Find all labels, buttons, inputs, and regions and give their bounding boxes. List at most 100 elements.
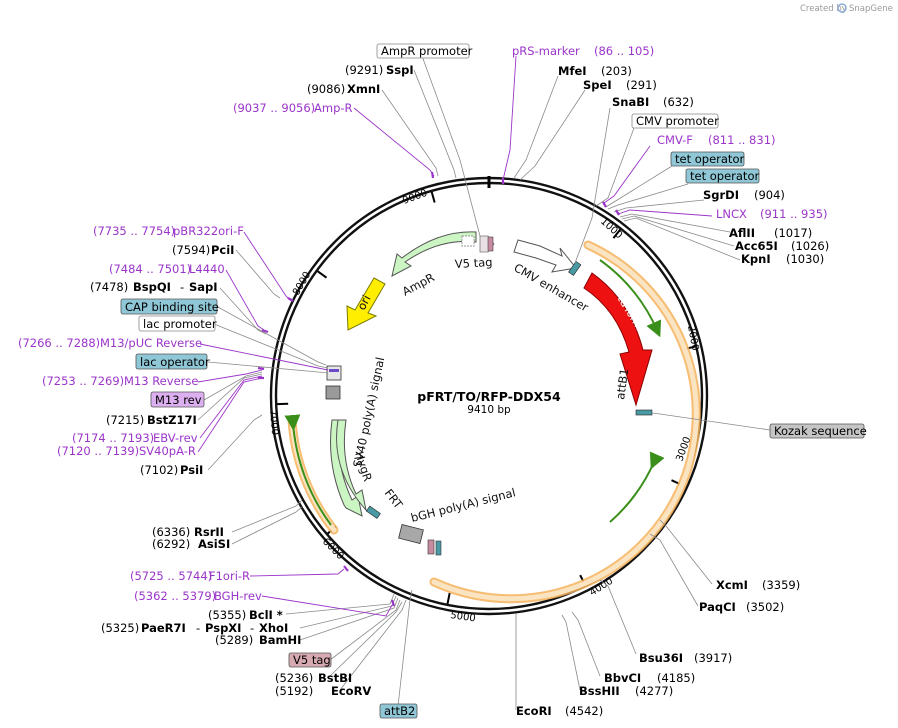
bamhi-label[interactable]: BamHI — [259, 633, 301, 647]
cmv-enhancer-feature[interactable] — [513, 239, 577, 273]
lncx-pos: (911 .. 935) — [760, 207, 828, 221]
lac-promoter-box[interactable] — [138, 315, 216, 332]
pcii-label[interactable]: PciI — [211, 243, 234, 257]
kpni-label[interactable]: KpnI — [741, 252, 771, 266]
ecori-label[interactable]: EcoRI — [516, 704, 552, 718]
sspi-pos: (9291) — [345, 63, 383, 77]
v5-tag-label: V5 tag — [454, 255, 492, 271]
pbr322-label[interactable]: pBR322ori-F — [173, 224, 244, 238]
sv40-marker-2 — [325, 385, 341, 400]
attb2-label: attB2 — [384, 704, 415, 718]
sgrdi-label[interactable]: SgrDI — [703, 188, 739, 202]
ampr-primer-label[interactable]: Amp-R — [314, 101, 353, 115]
cap-binding-site-box[interactable] — [120, 298, 218, 315]
bstbi-label[interactable]: BstBI — [318, 671, 352, 685]
tick-label-7000: 7000 — [267, 409, 280, 435]
bbvci-label[interactable]: BbvCI — [604, 671, 641, 685]
tet-operator-box-2[interactable] — [685, 168, 760, 184]
xmni-pos: (9086) — [307, 82, 345, 96]
plasmid-size: 9410 bp — [467, 404, 511, 416]
sv40-marker-1 — [326, 365, 342, 381]
leader-lines — [197, 55, 771, 710]
lac-promoter-label: lac promoter — [143, 317, 217, 331]
mfei-pos: (203) — [601, 64, 632, 78]
snabi-label[interactable]: SnaBI — [612, 95, 649, 109]
attb2-marker — [435, 540, 442, 556]
sspi-label[interactable]: SspI — [386, 63, 414, 77]
bsshii-label[interactable]: BssHII — [579, 684, 620, 698]
m13reverse-label[interactable]: M13 Reverse — [124, 374, 198, 388]
xcmi-label[interactable]: XcmI — [716, 578, 748, 592]
m13-rev-box[interactable] — [150, 391, 205, 408]
bstz17i-label[interactable]: BstZ17I — [147, 413, 197, 427]
cmv-promoter-box[interactable] — [631, 113, 719, 129]
prs-marker-pos: (86 .. 105) — [594, 44, 654, 58]
attb1-label: attB1 — [613, 367, 631, 400]
l4440-pos: (7484 .. 7501) — [109, 262, 191, 276]
lncx-label[interactable]: LNCX — [716, 207, 747, 221]
xhoi-label[interactable]: XhoI — [259, 621, 288, 635]
rsrii-pos: (6336) — [152, 525, 190, 539]
mfei-label[interactable]: MfeI — [558, 64, 587, 78]
tick-label-2000: 2000 — [685, 325, 700, 352]
cmvf-label[interactable]: CMV-F — [657, 133, 693, 147]
bstz17i-pos: (7215) — [106, 413, 144, 427]
ori-feature[interactable] — [346, 277, 386, 331]
bcli-pos: (5355) — [208, 608, 246, 622]
l4440-label[interactable]: L4440 — [189, 262, 225, 276]
aflii-label[interactable]: AflII — [729, 226, 755, 240]
ebvrev-label[interactable]: EBV-rev — [153, 431, 198, 445]
psii-label[interactable]: PsiI — [180, 463, 203, 477]
ampr-promoter-box[interactable] — [376, 43, 470, 59]
pspxi-sep: - — [196, 621, 200, 635]
cap-binding-site-label: CAP binding site — [125, 300, 219, 314]
sapi-label[interactable]: SapI — [189, 280, 218, 294]
psii-pos: (7102) — [140, 463, 178, 477]
v5-tag-box-label: V5 tag — [293, 653, 331, 667]
pcii-pos: (7594) — [172, 243, 210, 257]
orf-band-cds-inner — [431, 242, 699, 602]
m13puc-label[interactable]: M13/pUC Reverse — [100, 336, 202, 350]
bstbi-pos: (5236) — [275, 671, 313, 685]
aflii-pos: (1017) — [774, 226, 812, 240]
kozak-sequence-label: Kozak sequence — [774, 424, 867, 438]
pspxi-label[interactable]: PspXI — [205, 621, 241, 635]
bcli-label[interactable]: BclI * — [249, 608, 283, 622]
bghrev-label[interactable]: BGH-rev — [214, 589, 262, 603]
v5-tag-box[interactable] — [288, 652, 332, 668]
f1orir-label[interactable]: F1ori-R — [209, 569, 250, 583]
tdtomato-feature[interactable] — [583, 272, 653, 407]
ecorv-pos: (5192) — [275, 684, 313, 698]
asisi-label[interactable]: AsiSI — [198, 537, 230, 551]
tet-operator-marker — [568, 260, 582, 276]
tet-operator-box-1[interactable] — [670, 151, 745, 167]
kozak-sequence-box[interactable] — [769, 423, 865, 439]
ampr-primer-pos: (9037 .. 9056) — [233, 101, 315, 115]
tick-label-1000: 1000 — [598, 216, 624, 241]
rsrii-label[interactable]: RsrII — [194, 525, 224, 539]
bspqi-label[interactable]: BspQI — [133, 280, 171, 294]
bsu36i-pos: (3917) — [694, 651, 732, 665]
attb2-box[interactable] — [379, 703, 418, 719]
plasmid-name: pFRT/TO/RFP-DDX54 — [417, 389, 561, 404]
paqci-label[interactable]: PaqCI — [699, 600, 736, 614]
tick-mark — [446, 592, 451, 605]
bgh-polya-block — [398, 524, 424, 544]
bspqi-pos: (7478) — [90, 280, 128, 294]
orf-arrow-2 — [609, 451, 665, 523]
prs-marker-label[interactable]: pRS-marker — [512, 44, 580, 58]
xmni-label[interactable]: XmnI — [347, 82, 380, 96]
sgrdi-pos: (904) — [754, 188, 785, 202]
ecorv-label[interactable]: EcoRV — [331, 684, 371, 698]
sv40par-label[interactable]: SV40pA-R — [139, 444, 196, 458]
bsu36i-label[interactable]: Bsu36I — [639, 651, 683, 665]
paer7i-pos: (5325) — [101, 621, 139, 635]
snabi-pos: (632) — [663, 95, 694, 109]
spei-label[interactable]: SpeI — [583, 78, 612, 92]
lac-operator-box[interactable] — [135, 353, 208, 370]
ampr-promoter-block — [461, 235, 475, 247]
paer7i-label[interactable]: PaeR7I — [141, 621, 186, 635]
tick-label-9000: 9000 — [401, 188, 429, 207]
acc65i-label[interactable]: Acc65I — [735, 239, 778, 253]
